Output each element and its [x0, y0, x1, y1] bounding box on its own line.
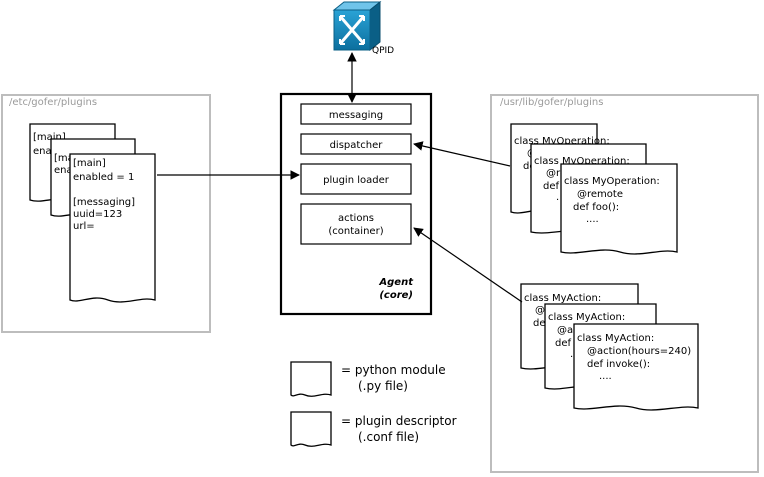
- legend-plugin-descriptor-label: = plugin descriptor: [341, 414, 457, 428]
- act-front-line-4: ....: [599, 371, 612, 382]
- operation-to-dispatcher-arrow: [413, 141, 511, 167]
- act-back1-line-2: @: [535, 305, 545, 316]
- op-back1-line-1: class MyOperation:: [514, 136, 610, 147]
- dispatcher-label: dispatcher: [330, 140, 384, 151]
- plugin-loader-box: plugin loader: [300, 163, 412, 195]
- agent-label: Agent: [378, 277, 414, 288]
- action-document-front: class MyAction: @action(hours=240) def i…: [573, 323, 699, 411]
- conf-document-front: [main] enabled = 1 [messaging] uuid=123 …: [69, 153, 156, 303]
- legend-python-module-icon: [290, 361, 332, 397]
- op-front-line-4: ....: [586, 214, 599, 225]
- act-back2-line-3: def: [555, 338, 572, 349]
- legend-conf-file-label: (.conf file): [358, 430, 419, 444]
- usr-plugins-title: /usr/lib/gofer/plugins: [500, 97, 603, 108]
- action-to-actions-arrow: [413, 227, 523, 303]
- legend-plugin-descriptor-icon: [290, 411, 332, 447]
- legend-python-file-label: (.py file): [358, 379, 408, 393]
- op-front-line-3: def foo():: [573, 202, 619, 213]
- act-front-line-3: def invoke():: [587, 359, 650, 370]
- act-back2-line-2: @ac: [557, 325, 579, 336]
- op-back2-line-2: @re: [546, 168, 566, 179]
- conf-back2-line-2: enab: [54, 165, 79, 176]
- conf-front-line-6: url=: [73, 221, 95, 232]
- actions-label: actions: [338, 213, 374, 224]
- messaging-label: messaging: [329, 110, 383, 121]
- op-back1-line-3: de: [523, 161, 536, 172]
- conf-back1-line-1: [main]: [33, 132, 66, 143]
- operation-document-front: class MyOperation: @remote def foo(): ..…: [560, 163, 678, 255]
- op-back2-line-3: def: [543, 181, 560, 192]
- op-front-line-1: class MyOperation:: [564, 176, 660, 187]
- act-front-line-1: class MyAction:: [577, 333, 654, 344]
- etc-plugins-group: [1, 94, 211, 333]
- plugin-loader-label: plugin loader: [323, 175, 390, 186]
- usr-plugins-group: [490, 94, 759, 473]
- act-back1-line-1: class MyAction:: [524, 293, 601, 304]
- act-front-line-2: @action(hours=240): [587, 346, 691, 357]
- conf-front-line-4: [messaging]: [73, 197, 135, 208]
- conf-back1-line-2: enab: [33, 146, 58, 157]
- conf-back2-line-1: [mai: [54, 153, 77, 164]
- conf-front-line-5: uuid=123: [73, 209, 122, 220]
- op-back2-line-4: .: [556, 192, 559, 203]
- op-front-line-2: @remote: [577, 189, 623, 200]
- qpid-switch-icon: [332, 0, 382, 52]
- messaging-box: messaging: [300, 103, 412, 125]
- dispatcher-box: dispatcher: [300, 133, 412, 155]
- agent-core-label: (core): [379, 290, 413, 301]
- op-back2-line-1: class MyOperation:: [534, 156, 630, 167]
- container-label: (container): [328, 226, 383, 237]
- conf-front-line-1: [main]: [73, 158, 106, 169]
- act-back2-line-4: .: [570, 349, 573, 360]
- act-back2-line-1: class MyAction:: [548, 312, 625, 323]
- etc-plugins-title: /etc/gofer/plugins: [9, 97, 97, 108]
- qpid-label: QPID: [372, 46, 394, 56]
- actions-container-box: actions (container): [300, 203, 412, 245]
- act-back1-line-3: de: [533, 318, 546, 329]
- conf-front-line-2: enabled = 1: [73, 172, 134, 183]
- legend-python-module-label: = python module: [341, 363, 446, 377]
